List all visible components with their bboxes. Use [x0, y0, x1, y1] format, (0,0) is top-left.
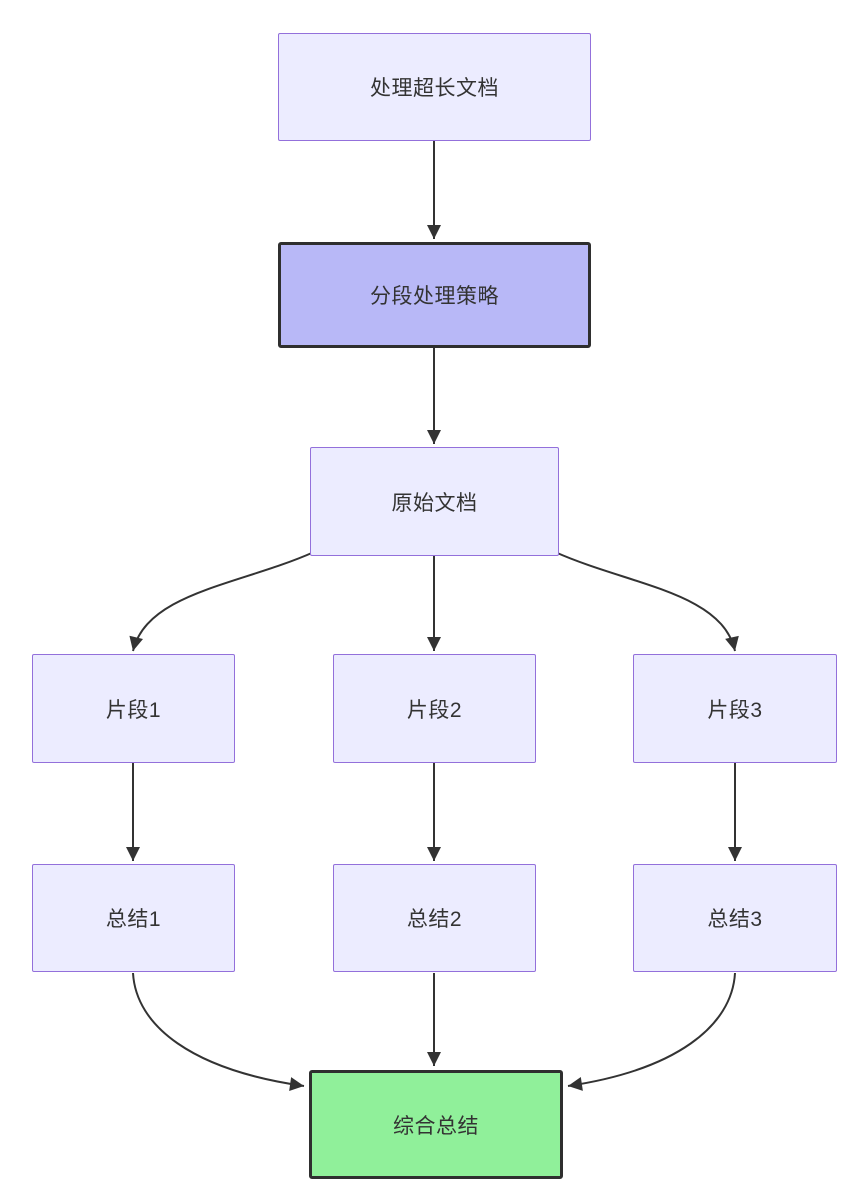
node-summary-1: 总结1	[32, 864, 235, 972]
edge-original-to-frag1	[129, 551, 315, 652]
edge-sum3-to-final	[567, 972, 736, 1091]
node-label: 原始文档	[391, 491, 478, 515]
node-original-doc: 原始文档	[310, 447, 559, 556]
node-process-long-doc: 处理超长文档	[278, 33, 591, 141]
node-fragment-1: 片段1	[32, 654, 235, 763]
node-final-summary: 综合总结	[309, 1070, 563, 1179]
edge-sum1-to-final	[132, 972, 305, 1091]
edge-original-to-frag3	[554, 551, 739, 652]
node-label: 片段3	[707, 698, 763, 722]
node-fragment-3: 片段3	[633, 654, 837, 763]
node-label: 处理超长文档	[370, 77, 499, 100]
node-label: 总结3	[707, 908, 763, 931]
node-label: 分段处理策略	[370, 285, 499, 308]
node-fragment-2: 片段2	[333, 654, 536, 763]
node-segment-strategy: 分段处理策略	[278, 242, 591, 348]
node-label: 片段2	[406, 698, 463, 722]
node-label: 片段1	[105, 698, 162, 722]
node-summary-3: 总结3	[633, 864, 837, 972]
node-summary-2: 总结2	[333, 864, 536, 972]
node-label: 总结1	[105, 908, 162, 931]
node-label: 总结2	[406, 908, 463, 931]
node-label: 综合总结	[393, 1114, 479, 1138]
